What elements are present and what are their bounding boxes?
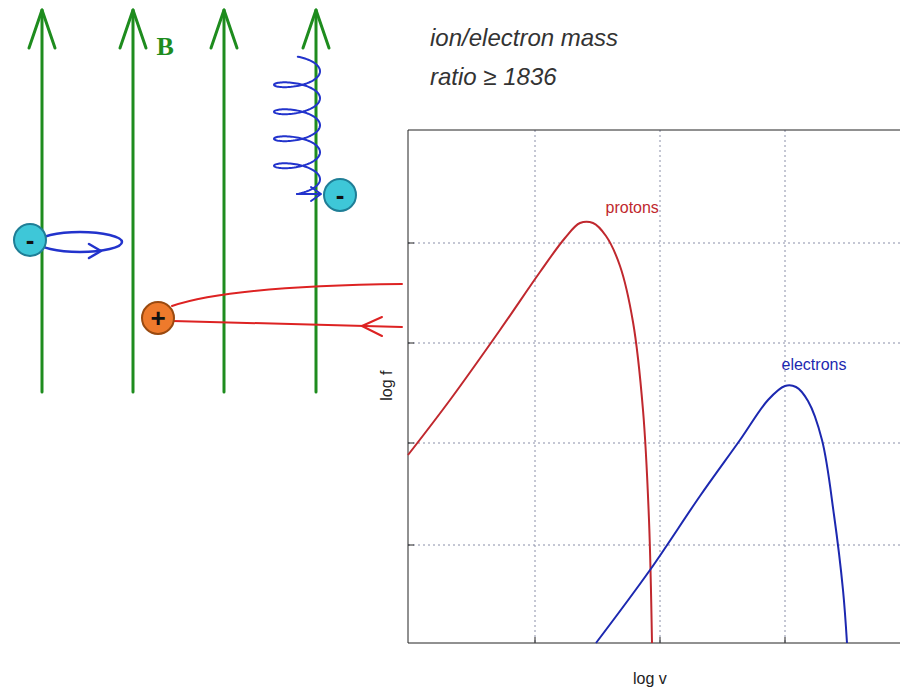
grid-line (408, 443, 900, 444)
tick-mark (785, 637, 786, 643)
field-line (223, 10, 226, 392)
orbit-ellipse (38, 232, 122, 252)
plot-grid (408, 130, 900, 643)
helix-tail (297, 193, 320, 195)
field-arrowhead (303, 10, 329, 48)
proton-particle: + (141, 301, 175, 335)
charge-sign: - (336, 182, 345, 208)
orbit-arrowhead (89, 244, 101, 258)
note-text: ion/electron mass ratio ≥ 1836 (430, 18, 645, 97)
axis-title: log f (377, 370, 396, 400)
electron-particle: - (13, 223, 47, 257)
electron-particle: - (323, 178, 357, 212)
tick-mark (408, 443, 414, 444)
curve-label: electrons (782, 355, 847, 374)
tick-mark (408, 343, 414, 344)
proton-orbit (172, 284, 402, 336)
plot-frame (408, 130, 900, 643)
field-symbol: B (157, 31, 174, 62)
field-lines (29, 10, 329, 392)
helix-path (274, 57, 320, 194)
field-arrowhead (120, 10, 146, 48)
electron-orbit (38, 232, 122, 258)
grid-line (535, 130, 536, 643)
axis-line (408, 643, 900, 644)
grid-line (408, 243, 900, 244)
proton-orbit-arrowhead (362, 317, 382, 336)
tick-mark (408, 545, 414, 546)
axis-line (408, 130, 900, 131)
field-line (132, 10, 135, 392)
proton-distribution-curve (408, 222, 652, 643)
charge-sign: + (150, 305, 165, 331)
field-arrowhead (211, 10, 237, 48)
electron-distribution-curve (596, 385, 847, 643)
grid-line (408, 343, 900, 344)
proton-orbit-path (172, 284, 402, 306)
field-line (315, 10, 318, 392)
field-line (41, 10, 44, 392)
grid-line (408, 545, 900, 546)
grid-line (660, 130, 661, 643)
tick-mark (660, 637, 661, 643)
curve-label: protons (606, 198, 659, 217)
tick-mark (535, 637, 536, 643)
electron-helix (274, 57, 321, 201)
axis-title: log v (633, 669, 667, 688)
charge-sign: - (26, 227, 35, 253)
axis-line (408, 130, 409, 643)
field-arrowhead (29, 10, 55, 48)
tick-mark (408, 243, 414, 244)
helix-arrowhead (311, 187, 321, 201)
